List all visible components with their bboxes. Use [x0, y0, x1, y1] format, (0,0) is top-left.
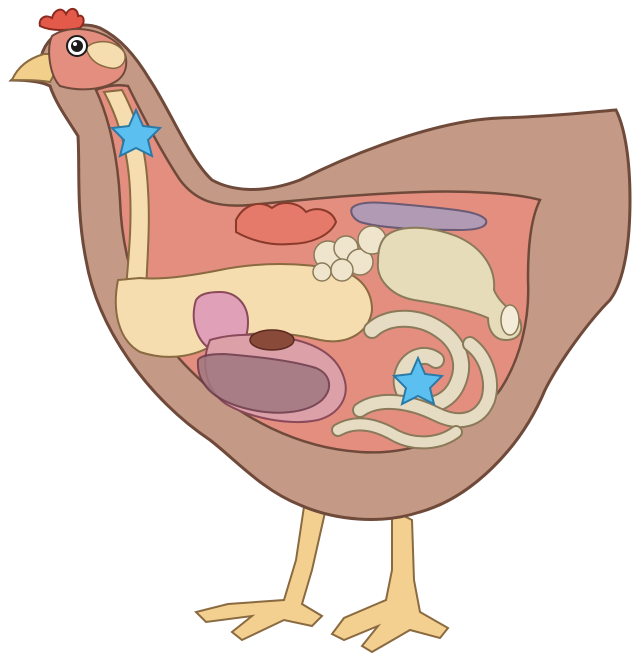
eye [67, 36, 87, 56]
comb [40, 9, 84, 30]
legs [196, 500, 448, 652]
left-leg [196, 500, 326, 640]
right-leg [332, 510, 448, 652]
spleen [250, 330, 294, 350]
vent [501, 305, 519, 335]
